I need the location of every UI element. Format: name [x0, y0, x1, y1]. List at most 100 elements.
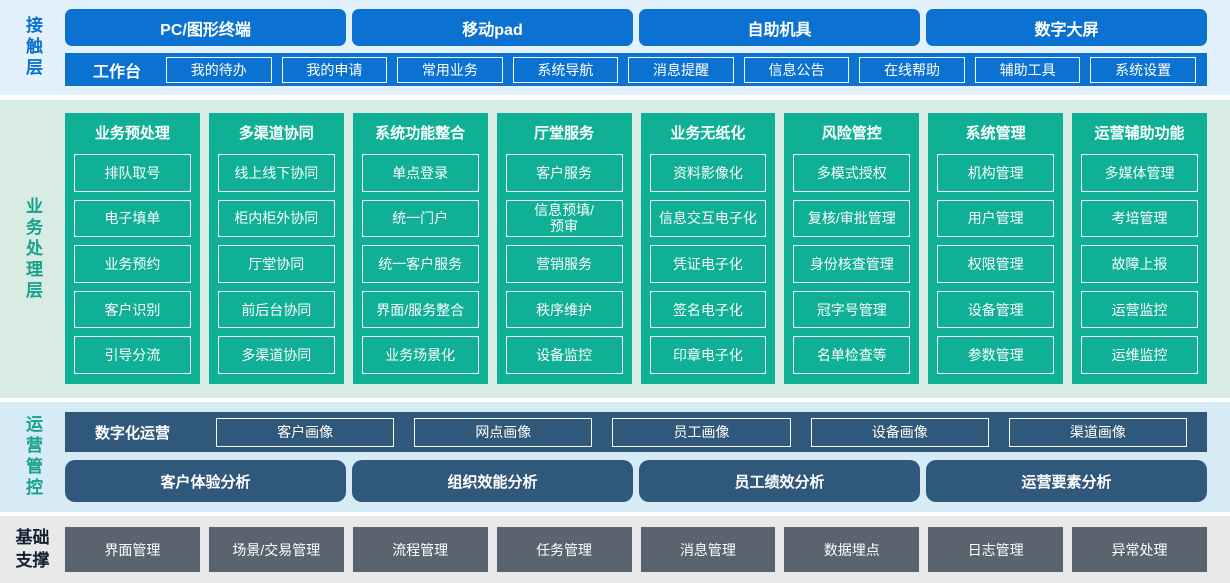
- feature-box[interactable]: 柜内柜外协同: [217, 199, 335, 238]
- workbench-item-button[interactable]: 系统设置: [1090, 56, 1196, 83]
- feature-box[interactable]: 凭证电子化: [649, 245, 767, 283]
- foundation-button[interactable]: 消息管理: [640, 527, 776, 572]
- foundation-layer-band: 基础支撑 界面管理场景/交易管理流程管理任务管理消息管理数据埋点日志管理异常处理: [0, 516, 1230, 583]
- foundation-button[interactable]: 数据埋点: [784, 527, 920, 572]
- feature-box[interactable]: 机构管理: [937, 154, 1055, 192]
- column-title: 厅堂服务: [534, 124, 595, 142]
- workbench-item-button[interactable]: 我的申请: [281, 56, 388, 83]
- feature-box[interactable]: 运维监控: [1081, 336, 1198, 374]
- contact-layer-label: 接触层: [23, 16, 42, 79]
- feature-box[interactable]: 多渠道协同: [217, 336, 335, 374]
- feature-box[interactable]: 多模式授权: [793, 154, 911, 192]
- workbench-item-button[interactable]: 信息公告: [743, 56, 850, 83]
- foundation-layer-content: 界面管理场景/交易管理流程管理任务管理消息管理数据埋点日志管理异常处理: [65, 516, 1230, 583]
- feature-box[interactable]: 故障上报: [1081, 245, 1198, 283]
- analysis-button[interactable]: 客户体验分析: [65, 460, 346, 502]
- analysis-button[interactable]: 组织效能分析: [352, 460, 633, 502]
- contact-layer-gutter: 接触层: [0, 0, 65, 95]
- feature-box[interactable]: 权限管理: [937, 245, 1055, 283]
- column-title: 系统管理: [965, 124, 1026, 142]
- feature-box[interactable]: 业务场景化: [361, 336, 479, 374]
- feature-box[interactable]: 厅堂协同: [217, 245, 335, 283]
- workbench-item-button[interactable]: 在线帮助: [859, 56, 965, 83]
- foundation-button[interactable]: 任务管理: [496, 527, 632, 572]
- workbench-item-button[interactable]: 消息提醒: [628, 56, 734, 83]
- column-title: 风险管控: [821, 124, 882, 142]
- feature-box[interactable]: 客户识别: [74, 290, 191, 329]
- feature-box[interactable]: 排队取号: [74, 154, 191, 192]
- business-column: 多渠道协同线上线下协同柜内柜外协同厅堂协同前后台协同多渠道协同: [208, 113, 344, 384]
- business-column: 厅堂服务客户服务信息预填/ 预审营销服务秩序维护设备监控: [496, 113, 632, 384]
- terminal-button[interactable]: 自助机具: [639, 9, 920, 46]
- analysis-button[interactable]: 运营要素分析: [926, 460, 1207, 502]
- workbench-label: 工作台: [93, 63, 142, 81]
- profile-button[interactable]: 客户画像: [216, 417, 395, 447]
- feature-box[interactable]: 运营监控: [1081, 290, 1198, 329]
- feature-box[interactable]: 电子填单: [74, 199, 191, 238]
- feature-box[interactable]: 设备管理: [937, 290, 1055, 329]
- analysis-row: 客户体验分析组织效能分析员工绩效分析运营要素分析: [65, 460, 1207, 502]
- business-column: 系统管理机构管理用户管理权限管理设备管理参数管理: [928, 113, 1064, 384]
- workbench-item-button[interactable]: 我的待办: [166, 56, 272, 83]
- digital-operations-label: 数字化运营: [95, 424, 171, 442]
- feature-box[interactable]: 引导分流: [74, 336, 191, 374]
- feature-box[interactable]: 多媒体管理: [1081, 154, 1198, 192]
- foundation-layer-gutter: 基础支撑: [0, 516, 65, 583]
- feature-box[interactable]: 统一客户服务: [361, 245, 479, 283]
- feature-box[interactable]: 前后台协同: [217, 290, 335, 329]
- feature-box[interactable]: 资料影像化: [649, 154, 767, 192]
- column-title: 系统功能整合: [375, 124, 466, 142]
- feature-box[interactable]: 业务预约: [74, 245, 191, 283]
- profile-button[interactable]: 网点画像: [414, 417, 593, 447]
- feature-box[interactable]: 名单检查等: [793, 336, 911, 374]
- feature-box[interactable]: 用户管理: [937, 199, 1055, 238]
- foundation-button[interactable]: 流程管理: [352, 527, 488, 572]
- workbench-item-button[interactable]: 常用业务: [397, 56, 503, 83]
- analysis-button[interactable]: 员工绩效分析: [639, 460, 920, 502]
- business-column: 业务无纸化资料影像化信息交互电子化凭证电子化签名电子化印章电子化: [640, 113, 776, 384]
- workbench-bar: 工作台 我的待办我的申请常用业务系统导航消息提醒信息公告在线帮助辅助工具系统设置: [65, 53, 1207, 86]
- foundation-button[interactable]: 异常处理: [1072, 527, 1207, 572]
- feature-box[interactable]: 复核/审批管理: [793, 199, 911, 238]
- foundation-button[interactable]: 界面管理: [65, 527, 200, 572]
- operations-layer-content: 数字化运营 客户画像网点画像员工画像设备画像渠道画像 客户体验分析组织效能分析员…: [65, 402, 1230, 512]
- column-title: 业务无纸化: [670, 124, 746, 142]
- feature-box[interactable]: 参数管理: [937, 336, 1055, 374]
- feature-box[interactable]: 客户服务: [505, 154, 623, 192]
- feature-box[interactable]: 身份核查管理: [793, 245, 911, 283]
- profile-button[interactable]: 员工画像: [612, 417, 791, 447]
- feature-box[interactable]: 信息预填/ 预审: [505, 199, 623, 238]
- feature-box[interactable]: 考培管理: [1081, 199, 1198, 238]
- foundation-layer-label: 基础支撑: [15, 528, 50, 570]
- feature-box[interactable]: 线上线下协同: [217, 154, 335, 192]
- feature-box[interactable]: 设备监控: [505, 336, 623, 374]
- foundation-button[interactable]: 场景/交易管理: [208, 527, 344, 572]
- workbench-item-button[interactable]: 系统导航: [512, 56, 619, 83]
- operations-layer-label: 运营管控: [23, 415, 42, 499]
- terminal-button[interactable]: 移动pad: [352, 9, 633, 46]
- feature-box[interactable]: 营销服务: [505, 245, 623, 283]
- feature-box[interactable]: 统一门户: [361, 199, 479, 238]
- feature-box[interactable]: 签名电子化: [649, 290, 767, 329]
- profile-button[interactable]: 设备画像: [810, 417, 989, 447]
- foundation-row: 界面管理场景/交易管理流程管理任务管理消息管理数据埋点日志管理异常处理: [65, 527, 1207, 572]
- feature-box[interactable]: 信息交互电子化: [649, 199, 767, 238]
- profile-button[interactable]: 渠道画像: [1008, 417, 1188, 447]
- operations-layer-band: 运营管控 数字化运营 客户画像网点画像员工画像设备画像渠道画像 客户体验分析组织…: [0, 402, 1230, 512]
- feature-box[interactable]: 单点登录: [361, 154, 479, 192]
- feature-box[interactable]: 印章电子化: [649, 336, 767, 374]
- feature-box[interactable]: 冠字号管理: [793, 290, 911, 329]
- workbench-item-button[interactable]: 辅助工具: [974, 56, 1081, 83]
- feature-box[interactable]: 秩序维护: [505, 290, 623, 329]
- feature-box[interactable]: 界面/服务整合: [361, 290, 479, 329]
- business-column: 系统功能整合单点登录统一门户统一客户服务界面/服务整合业务场景化: [352, 113, 488, 384]
- foundation-button[interactable]: 日志管理: [928, 527, 1064, 572]
- terminal-button[interactable]: 数字大屏: [926, 9, 1207, 46]
- column-title: 业务预处理: [94, 124, 170, 142]
- terminal-button[interactable]: PC/图形终端: [65, 9, 346, 46]
- operations-layer-gutter: 运营管控: [0, 402, 65, 512]
